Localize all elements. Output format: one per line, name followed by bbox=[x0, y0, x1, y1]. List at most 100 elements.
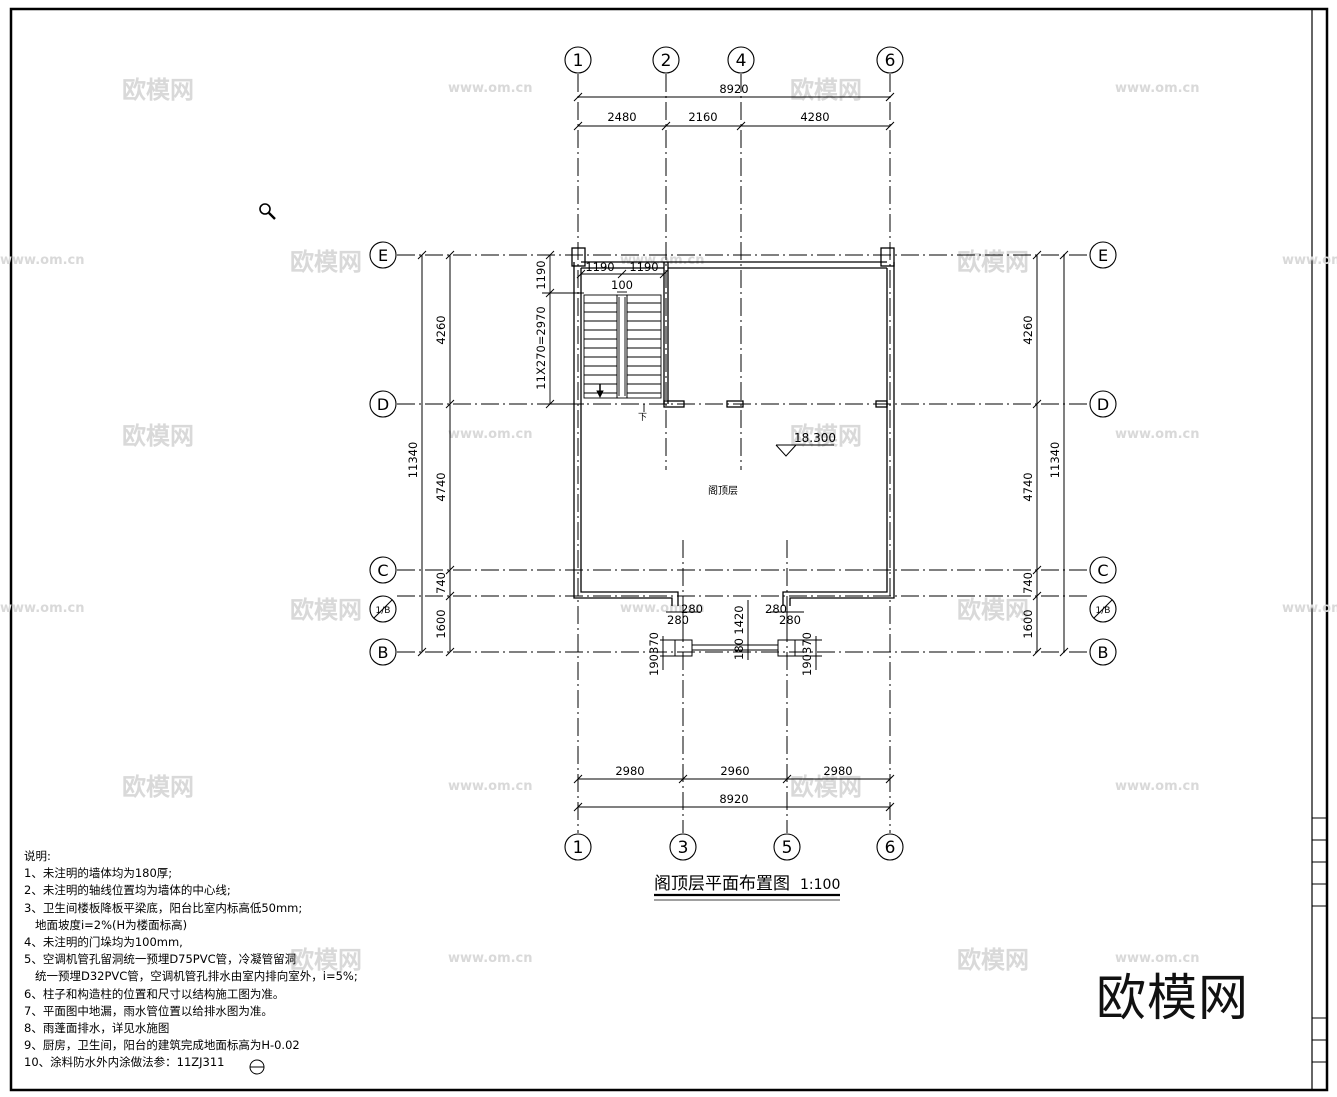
watermark-url: www.om.cn bbox=[448, 779, 533, 794]
watermark: 欧模网 bbox=[957, 248, 1029, 276]
note-item: 10、涂料防水外内涂做法参：11ZJ311 bbox=[24, 1055, 225, 1070]
column-dimension: 370 bbox=[800, 632, 814, 654]
right-dimension-lines bbox=[1032, 250, 1069, 657]
dimension-label: 2160 bbox=[688, 110, 717, 124]
room-label: 阁顶层 bbox=[708, 484, 738, 497]
dimension-label: 4740 bbox=[1021, 472, 1035, 501]
axis-label: B bbox=[1098, 643, 1109, 662]
axis-label: D bbox=[1097, 395, 1109, 414]
watermark-url: www.om.cn bbox=[448, 427, 533, 442]
watermark: 欧模网 bbox=[957, 946, 1029, 974]
dimension-label: 11340 bbox=[1048, 442, 1062, 479]
watermark-url: www.om.cn bbox=[1115, 779, 1200, 794]
note-item: 3、卫生间楼板降板平梁底，阳台比室内标高低50mm; bbox=[24, 900, 303, 915]
watermark-url: www.om.cn bbox=[0, 601, 85, 616]
axis-label: B bbox=[378, 643, 389, 662]
axis-bubbles-left bbox=[369, 241, 397, 666]
watermark-url: www.om.cn bbox=[620, 253, 705, 268]
watermark: 欧模网 bbox=[290, 248, 362, 276]
note-item: 统一预埋D32PVC管，空调机管孔排水由室内排向室外，i=5%; bbox=[24, 969, 358, 984]
balcony-columns bbox=[660, 600, 822, 670]
elevation-value: 18.300 bbox=[794, 431, 836, 445]
column-dimension: 280 bbox=[779, 613, 801, 627]
note-item: 2、未注明的轴线位置均为墙体的中心线; bbox=[24, 883, 231, 898]
dimension-label: 8920 bbox=[719, 82, 748, 96]
stair-run-label: 11X270=2970 bbox=[534, 306, 548, 389]
axis-label: 6 bbox=[885, 838, 896, 858]
column-dimension: 190 bbox=[647, 654, 661, 676]
building-walls bbox=[571, 247, 895, 606]
note-item: 4、未注明的门垛均为100mm, bbox=[24, 935, 183, 950]
watermark: 欧模网 bbox=[790, 76, 862, 104]
watermark-url: www.om.cn bbox=[1282, 253, 1337, 268]
dimension-label: 4280 bbox=[800, 110, 829, 124]
note-item: 8、雨蓬面排水，详见水施图 bbox=[24, 1021, 170, 1036]
stair-down-label: 下 bbox=[638, 413, 647, 423]
dimension-label: 4260 bbox=[1021, 315, 1035, 344]
dimension-label: 2480 bbox=[607, 110, 636, 124]
note-item: 地面坡度i=2%(H为楼面标高) bbox=[24, 917, 188, 932]
note-item: 1、未注明的墙体均为180厚; bbox=[24, 866, 173, 881]
watermark-url: www.om.cn bbox=[448, 81, 533, 96]
brand-logo-text: 欧模网 bbox=[1096, 969, 1249, 1027]
staircase bbox=[542, 250, 669, 412]
note-item: 7、平面图中地漏，雨水管位置以给排水图为准。 bbox=[24, 1003, 273, 1018]
column-dimension: 280 bbox=[681, 602, 703, 616]
axis-label: 1 bbox=[573, 838, 584, 858]
dimension-label: 740 bbox=[434, 572, 448, 594]
note-item: 5、空调机管孔留洞统一预埋D75PVC管，冷凝管留洞 bbox=[24, 952, 297, 967]
watermark: 欧模网 bbox=[122, 422, 194, 450]
note-item: 9、厨房，卫生间，阳台的建筑完成地面标高为H-0.02 bbox=[24, 1038, 300, 1053]
notes-heading: 说明: bbox=[24, 849, 51, 863]
note-item: 6、柱子和构造柱的位置和尺寸以结构施工图为准。 bbox=[24, 986, 285, 1001]
axis-label: 6 bbox=[885, 51, 896, 71]
axis-label: 4 bbox=[736, 51, 747, 71]
drawing-scale: 1:100 bbox=[800, 877, 840, 893]
dimension-label: 2980 bbox=[823, 764, 852, 778]
watermark: 欧模网 bbox=[290, 946, 362, 974]
axis-label: E bbox=[1098, 246, 1108, 265]
watermark: 欧模网 bbox=[957, 596, 1029, 624]
axis-label: 3 bbox=[678, 838, 689, 858]
stair-dimension: 1190 bbox=[585, 260, 614, 274]
watermark: 欧模网 bbox=[122, 76, 194, 104]
axis-label: E bbox=[378, 246, 388, 265]
dimension-label: 4740 bbox=[434, 472, 448, 501]
watermark-url: www.om.cn bbox=[1115, 81, 1200, 96]
watermark-url: www.om.cn bbox=[1282, 601, 1337, 616]
stair-dimension: 100 bbox=[611, 278, 633, 292]
dimension-label: 740 bbox=[1021, 572, 1035, 594]
drawing-title: 阁顶层平面布置图 bbox=[654, 874, 790, 894]
axis-bubbles-top bbox=[564, 46, 904, 74]
bottom-dimension-lines bbox=[573, 774, 895, 812]
column-dimension: 280 bbox=[667, 613, 689, 627]
vertical-axis-lines bbox=[577, 74, 891, 833]
watermarks: 欧模网 欧模网 欧模网 欧模网 欧模网 欧模网 欧模网 欧模网 欧模网 欧模网 … bbox=[0, 76, 1337, 974]
column-dimension: 1420 bbox=[732, 605, 746, 634]
watermark-url: www.om.cn bbox=[1115, 951, 1200, 966]
axis-label: 2 bbox=[661, 51, 672, 71]
magnifier-icon bbox=[259, 203, 276, 220]
left-dimension-lines bbox=[417, 250, 455, 657]
axis-label: C bbox=[1097, 561, 1108, 580]
column-dimension: 280 bbox=[765, 602, 787, 616]
watermark: 欧模网 bbox=[290, 596, 362, 624]
dimension-label: 8920 bbox=[719, 792, 748, 806]
watermark-url: www.om.cn bbox=[0, 253, 85, 268]
column-dimension: 370 bbox=[647, 632, 661, 654]
drawing-frame bbox=[9, 7, 1329, 1092]
axis-label: C bbox=[377, 561, 388, 580]
axis-label: 5 bbox=[782, 838, 793, 858]
axis-label: 1/B bbox=[376, 606, 391, 616]
axis-label: 1/B bbox=[1096, 606, 1111, 616]
dimension-label: 2960 bbox=[720, 764, 749, 778]
column-dimension: 190 bbox=[800, 654, 814, 676]
axis-label: D bbox=[377, 395, 389, 414]
axis-bubbles-right bbox=[1089, 241, 1117, 666]
design-notes: 说明: 1、未注明的墙体均为180厚; 2、未注明的轴线位置均为墙体的中心线; … bbox=[24, 848, 358, 1072]
top-dimension-lines bbox=[573, 92, 895, 131]
dimension-label: 4260 bbox=[434, 315, 448, 344]
stair-dimension: 1190 bbox=[629, 260, 658, 274]
dimension-label: 1600 bbox=[434, 609, 448, 638]
elevation-symbol bbox=[775, 444, 834, 457]
